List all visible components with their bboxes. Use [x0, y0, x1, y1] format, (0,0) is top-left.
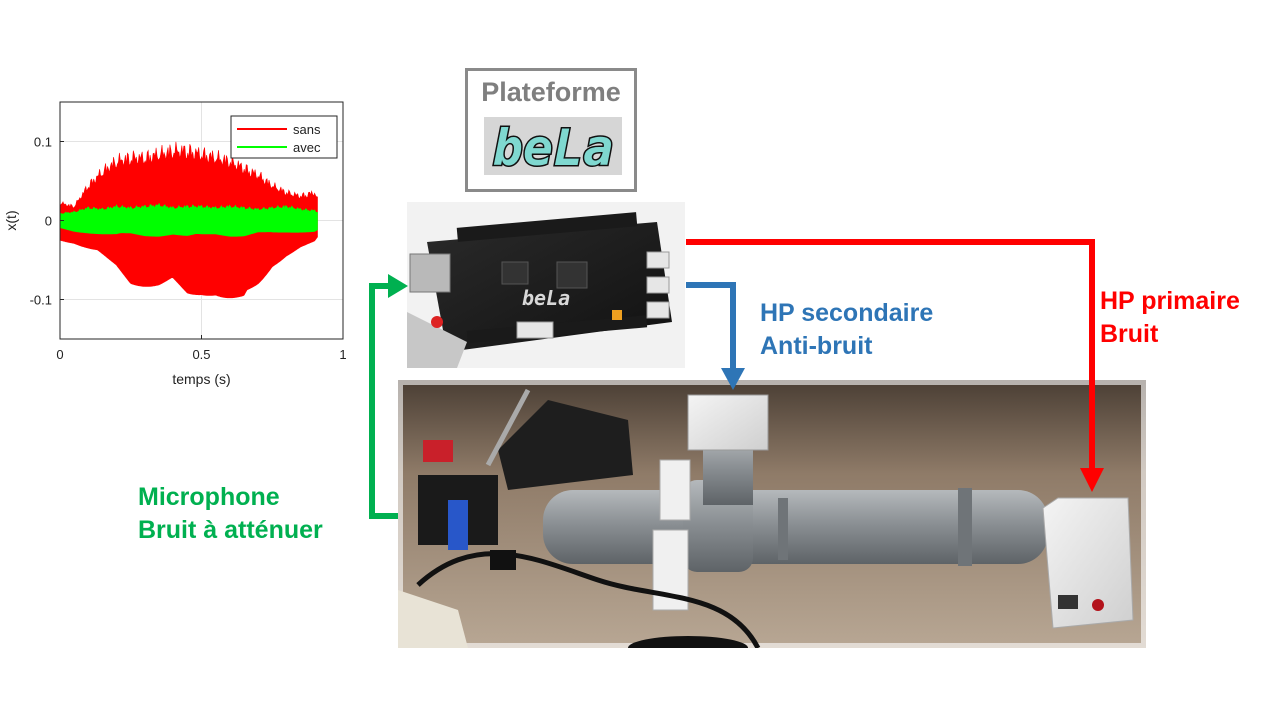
y-tick-label: -0.1 [30, 293, 52, 308]
legend-label-avec: avec [293, 140, 321, 155]
label-hp-primaire: HP primaire Bruit [1100, 285, 1240, 351]
label-hp-primaire-line2: Bruit [1100, 320, 1159, 348]
bela-logo-text: beLa [493, 119, 613, 175]
y-tick-label: 0.1 [34, 135, 52, 150]
arrow-micro-head [388, 274, 408, 298]
x-tick-label: 0.5 [192, 347, 210, 362]
label-microphone: Microphone Bruit à atténuer [138, 481, 323, 547]
label-microphone-line1: Microphone [138, 483, 280, 511]
label-microphone-line2: Bruit à atténuer [138, 516, 323, 544]
x-tick-label: 0 [56, 347, 63, 362]
arrow-micro [369, 283, 398, 519]
y-axis-label: x(t) [3, 210, 19, 230]
board-silkscreen: beLa [522, 286, 570, 310]
label-hp-secondaire-line1: HP secondaire [760, 299, 934, 327]
plateforme-box: Plateforme beLa [465, 68, 637, 192]
series-avec [59, 202, 318, 237]
arrow-secondaire [686, 282, 736, 372]
signal-chart: 0 0.5 1 -0.1 0 0.1 temps (s) x(t) sans avec [3, 101, 347, 387]
legend-label-sans: sans [293, 122, 321, 137]
label-hp-secondaire-line2: Anti-bruit [760, 332, 873, 360]
x-axis-label: temps (s) [172, 371, 230, 387]
bela-board-photo: beLa [407, 202, 685, 368]
plateforme-label: Plateforme [481, 77, 621, 107]
setup-photo [398, 380, 1146, 648]
bela-logo: beLa [484, 117, 622, 175]
label-hp-secondaire: HP secondaire Anti-bruit [760, 297, 933, 363]
y-tick-label: 0 [45, 214, 52, 229]
label-hp-primaire-line1: HP primaire [1100, 287, 1240, 315]
x-tick-label: 1 [339, 347, 346, 362]
legend [230, 115, 338, 159]
